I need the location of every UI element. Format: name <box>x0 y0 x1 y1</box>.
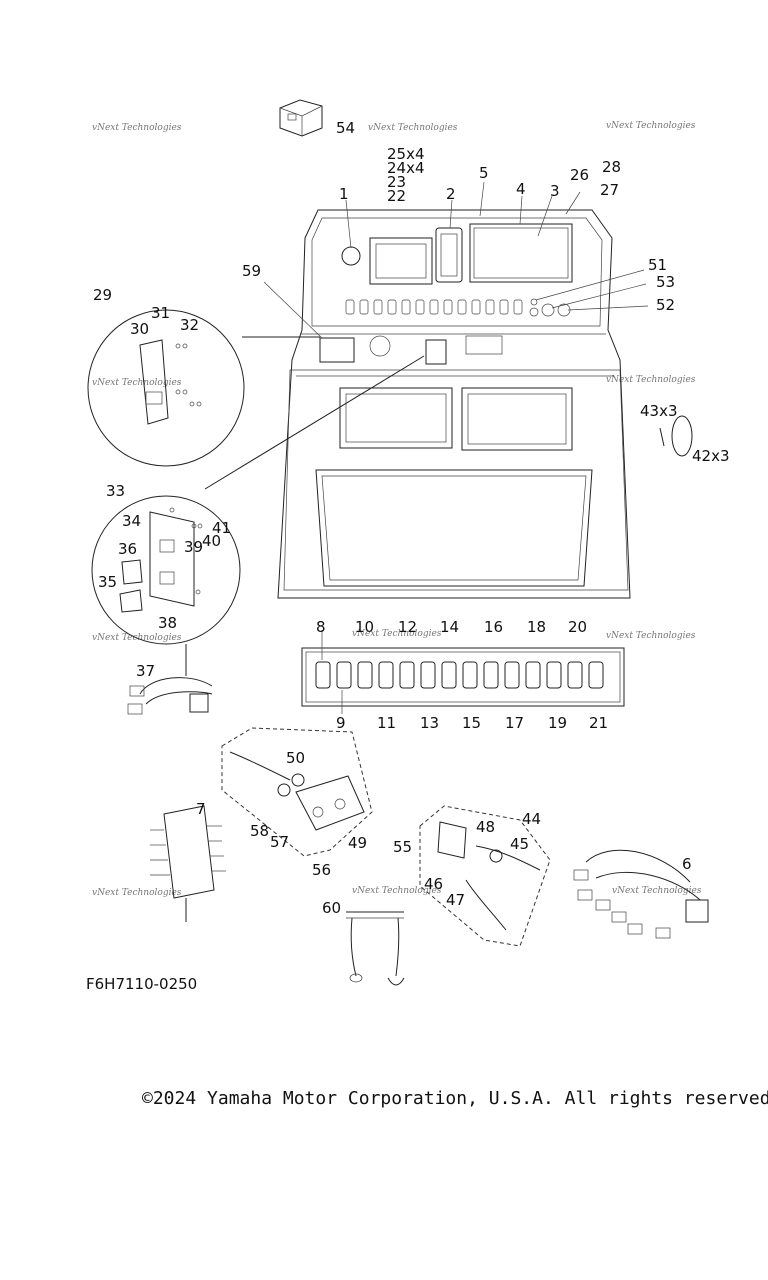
callout-58: 58 <box>250 822 269 840</box>
callout-1: 1 <box>339 185 349 203</box>
callout-37: 37 <box>136 662 155 680</box>
usb-outlet-group <box>221 727 373 857</box>
callout-28: 28 <box>602 158 621 176</box>
harness-6-drawing <box>573 849 709 939</box>
callout-6: 6 <box>682 855 692 873</box>
callout-47: 47 <box>446 891 465 909</box>
callout-16: 16 <box>484 618 503 636</box>
drawing-code: F6H7110-0250 <box>86 975 198 993</box>
callout-22: 22 <box>387 187 406 205</box>
callout-30: 30 <box>130 320 149 338</box>
callout-54: 54 <box>336 119 355 137</box>
callout-34: 34 <box>122 512 141 530</box>
callout-26: 26 <box>570 166 589 184</box>
callout-18: 18 <box>527 618 546 636</box>
leader-lines <box>263 181 649 714</box>
callout-40: 40 <box>202 532 221 550</box>
callout-3: 3 <box>550 182 560 200</box>
callout-10: 10 <box>355 618 374 636</box>
callout-56: 56 <box>312 861 331 879</box>
callout-32: 32 <box>180 316 199 334</box>
callout-9: 9 <box>336 714 346 732</box>
watermark: vNext Technologies <box>352 629 442 639</box>
callout-29: 29 <box>93 286 112 304</box>
callout-50: 50 <box>286 749 305 767</box>
watermark: vNext Technologies <box>352 886 442 896</box>
callout-57: 57 <box>270 833 289 851</box>
callout-17: 17 <box>505 714 524 732</box>
harness-37-drawing <box>127 677 213 715</box>
watermark: vNext Technologies <box>92 378 182 388</box>
callout-19: 19 <box>548 714 567 732</box>
callout-35: 35 <box>98 573 117 591</box>
copyright-notice: ©2024 Yamaha Motor Corporation, U.S.A. A… <box>142 1088 768 1109</box>
callout-52: 52 <box>656 296 675 314</box>
callout-7: 7 <box>196 800 206 818</box>
callout-11: 11 <box>377 714 396 732</box>
switch-panel <box>301 647 625 707</box>
callout-24: 24x4 <box>387 159 425 177</box>
callout-20: 20 <box>568 618 587 636</box>
callout-33: 33 <box>106 482 125 500</box>
callout-23: 23 <box>387 173 406 191</box>
watermark: vNext Technologies <box>368 123 458 133</box>
callout-41: 41 <box>212 519 231 537</box>
callout-5: 5 <box>479 164 489 182</box>
callout-46: 46 <box>424 875 443 893</box>
switch-harness-group <box>419 805 551 947</box>
callout-60: 60 <box>322 899 341 917</box>
lanyard-drawing <box>346 911 405 986</box>
callout-15: 15 <box>462 714 481 732</box>
callout-48: 48 <box>476 818 495 836</box>
callout-14: 14 <box>440 618 459 636</box>
callout-44: 44 <box>522 810 541 828</box>
callout-2: 2 <box>446 185 456 203</box>
callout-31: 31 <box>151 304 170 322</box>
fuse-block-drawing <box>150 805 226 922</box>
callout-8: 8 <box>316 618 326 636</box>
dashboard-console <box>277 209 631 599</box>
watermark: vNext Technologies <box>612 886 702 896</box>
watermark: vNext Technologies <box>606 631 696 641</box>
cable-strap-drawing <box>659 415 693 457</box>
callout-12: 12 <box>398 618 417 636</box>
callout-59: 59 <box>242 262 261 280</box>
watermark: vNext Technologies <box>92 123 182 133</box>
callout-4: 4 <box>516 180 526 198</box>
callout-25: 25x4 <box>387 145 425 163</box>
callout-42: 42x3 <box>692 447 730 465</box>
callout-13: 13 <box>420 714 439 732</box>
callout-39: 39 <box>184 538 203 556</box>
watermark: vNext Technologies <box>606 121 696 131</box>
callout-51: 51 <box>648 256 667 274</box>
callout-36: 36 <box>118 540 137 558</box>
remote-fob-drawing <box>279 99 323 137</box>
callout-49: 49 <box>348 834 367 852</box>
callout-38: 38 <box>158 614 177 632</box>
callout-43: 43x3 <box>640 402 678 420</box>
detail-circle-33 <box>91 355 425 676</box>
detail-circle-29 <box>87 309 320 467</box>
callout-45: 45 <box>510 835 529 853</box>
callout-27: 27 <box>600 181 619 199</box>
callout-labels: 1 2 3 4 5 6 7 8 9 10 11 12 13 14 15 16 1… <box>93 119 730 917</box>
watermark: vNext Technologies <box>606 375 696 385</box>
callout-21: 21 <box>589 714 608 732</box>
callout-55: 55 <box>393 838 412 856</box>
callout-53: 53 <box>656 273 675 291</box>
watermark: vNext Technologies <box>92 888 182 898</box>
